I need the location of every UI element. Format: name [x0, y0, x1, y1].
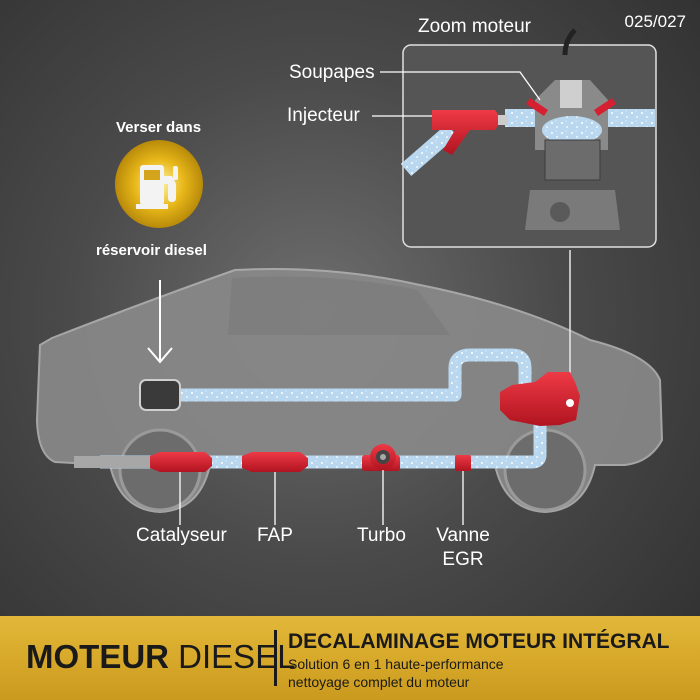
dpf-label: FAP — [257, 525, 293, 546]
footer-sub-line2: nettoyage complet du moteur — [288, 674, 470, 690]
turbo-part — [362, 444, 400, 471]
footer-banner: MOTEUR DIESEL DECALAMINAGE MOTEUR INTÉGR… — [0, 616, 700, 700]
catalyst-part — [150, 452, 212, 472]
injector-label: Injecteur — [287, 105, 360, 126]
fuel-pump-icon — [136, 165, 178, 209]
footer-brand: MOTEUR DIESEL — [26, 638, 296, 676]
tail-pipe — [74, 456, 152, 468]
zoom-panel — [400, 28, 657, 248]
dpf-part — [242, 452, 308, 472]
callout-lines — [179, 470, 464, 525]
brand-bold: MOTEUR — [26, 638, 169, 675]
egr-label-line2: EGR — [442, 549, 484, 570]
valves-label: Soupapes — [289, 62, 375, 83]
footer-divider — [274, 630, 277, 686]
fuel-badge — [115, 140, 203, 228]
fuel-tank — [139, 379, 181, 411]
engine-block-icon — [500, 372, 580, 426]
egr-part — [455, 455, 471, 471]
turbo-label: Turbo — [357, 525, 406, 546]
fuel-line — [100, 250, 571, 469]
page-counter: 025/027 — [624, 12, 686, 31]
brand-light: DIESEL — [178, 638, 296, 675]
fuel-label-bottom: réservoir diesel — [96, 242, 207, 259]
footer-sub-line1: Solution 6 en 1 haute-performance — [288, 656, 504, 672]
egr-label-line1: Vanne — [436, 525, 490, 546]
zoom-callouts — [372, 71, 541, 117]
footer-headline: DECALAMINAGE MOTEUR INTÉGRAL — [288, 630, 670, 653]
pour-arrow-icon — [147, 280, 173, 364]
fuel-label-top: Verser dans — [116, 119, 202, 136]
catalyst-label: Catalyseur — [136, 525, 227, 546]
zoom-title: Zoom moteur — [418, 16, 531, 37]
